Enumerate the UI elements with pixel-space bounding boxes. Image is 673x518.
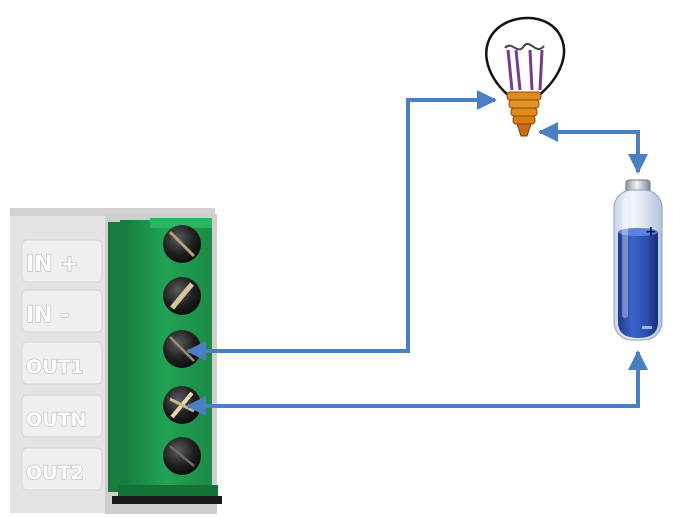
wire-out1-to-bulb [186, 90, 497, 361]
terminal-screw-in-minus [163, 277, 201, 315]
wires [186, 90, 648, 416]
terminal-screw-out2 [163, 437, 201, 475]
terminal-label-tiles [21, 239, 103, 491]
label-in-minus: IN - [26, 303, 69, 328]
terminal-screw-in-plus [163, 225, 201, 263]
label-outn: OUTN [26, 409, 86, 431]
label-out2: OUT2 [26, 462, 84, 484]
wire-battery-to-outn [186, 350, 648, 416]
light-bulb-icon [485, 16, 566, 137]
label-out1: OUT1 [26, 356, 84, 378]
terminal-block: IN + IN - OUT1 OUTN OUT2 [10, 208, 222, 514]
battery-polarity-mark: + [645, 224, 657, 240]
battery-icon: + [613, 179, 663, 341]
wire-bulb-to-battery [538, 122, 648, 174]
label-in-plus: IN + [26, 252, 79, 277]
